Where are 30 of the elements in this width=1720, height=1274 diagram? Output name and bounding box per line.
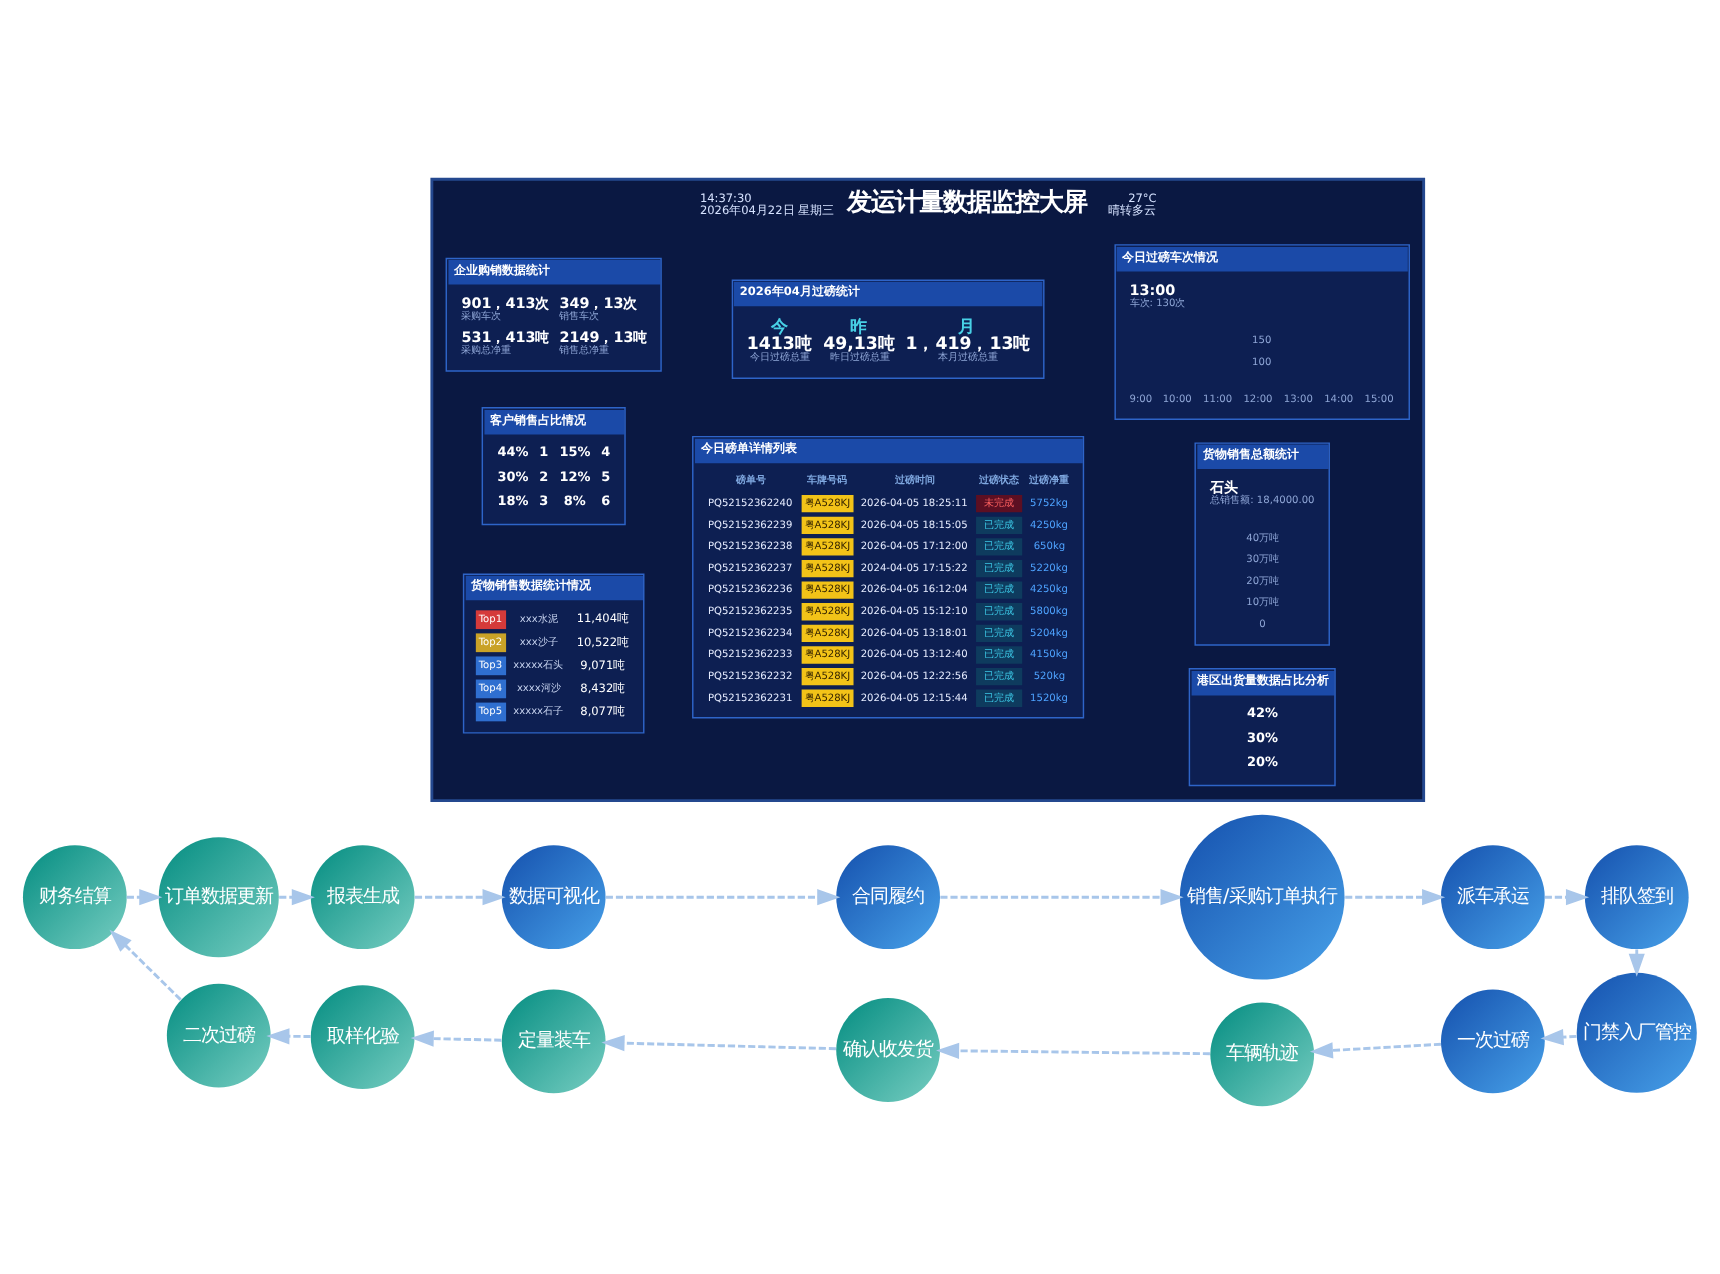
arrow	[266, 1028, 311, 1045]
node-circle: 报表生成	[310, 845, 415, 950]
node-circle: 合同履约	[836, 845, 940, 950]
arrow	[1628, 949, 1645, 977]
arrow	[1544, 889, 1590, 906]
node-circle: 销售/采购订单执行	[1179, 814, 1345, 980]
node-circle: 财务结算	[22, 845, 127, 950]
arrow	[1540, 1029, 1577, 1046]
arrow	[1309, 1042, 1442, 1059]
node-circle: 数据可视化	[501, 845, 606, 950]
arrow	[601, 1035, 836, 1052]
node-circle: 二次过磅	[166, 983, 271, 1088]
arrow	[940, 889, 1184, 906]
node-circle: 排队签到	[1584, 845, 1689, 950]
arrow	[410, 1030, 502, 1047]
arrow	[1345, 889, 1446, 906]
arrow	[936, 1042, 1210, 1059]
arrow	[415, 889, 506, 906]
node-circle: 定量装车	[501, 989, 606, 1094]
arrow	[279, 889, 315, 906]
arrow	[109, 929, 182, 1001]
arrow	[605, 889, 841, 906]
node-circle: 派车承运	[1440, 845, 1545, 950]
node-circle: 确认收发货	[836, 998, 940, 1102]
node-circle: 一次过磅	[1440, 989, 1545, 1094]
node-circle: 车辆轨迹	[1210, 1002, 1315, 1107]
node-circle: 订单数据更新	[158, 837, 279, 958]
node-circle: 门禁入厂管控	[1576, 972, 1697, 1093]
node-circle: 取样化验	[310, 985, 415, 1089]
arrow	[126, 889, 163, 906]
